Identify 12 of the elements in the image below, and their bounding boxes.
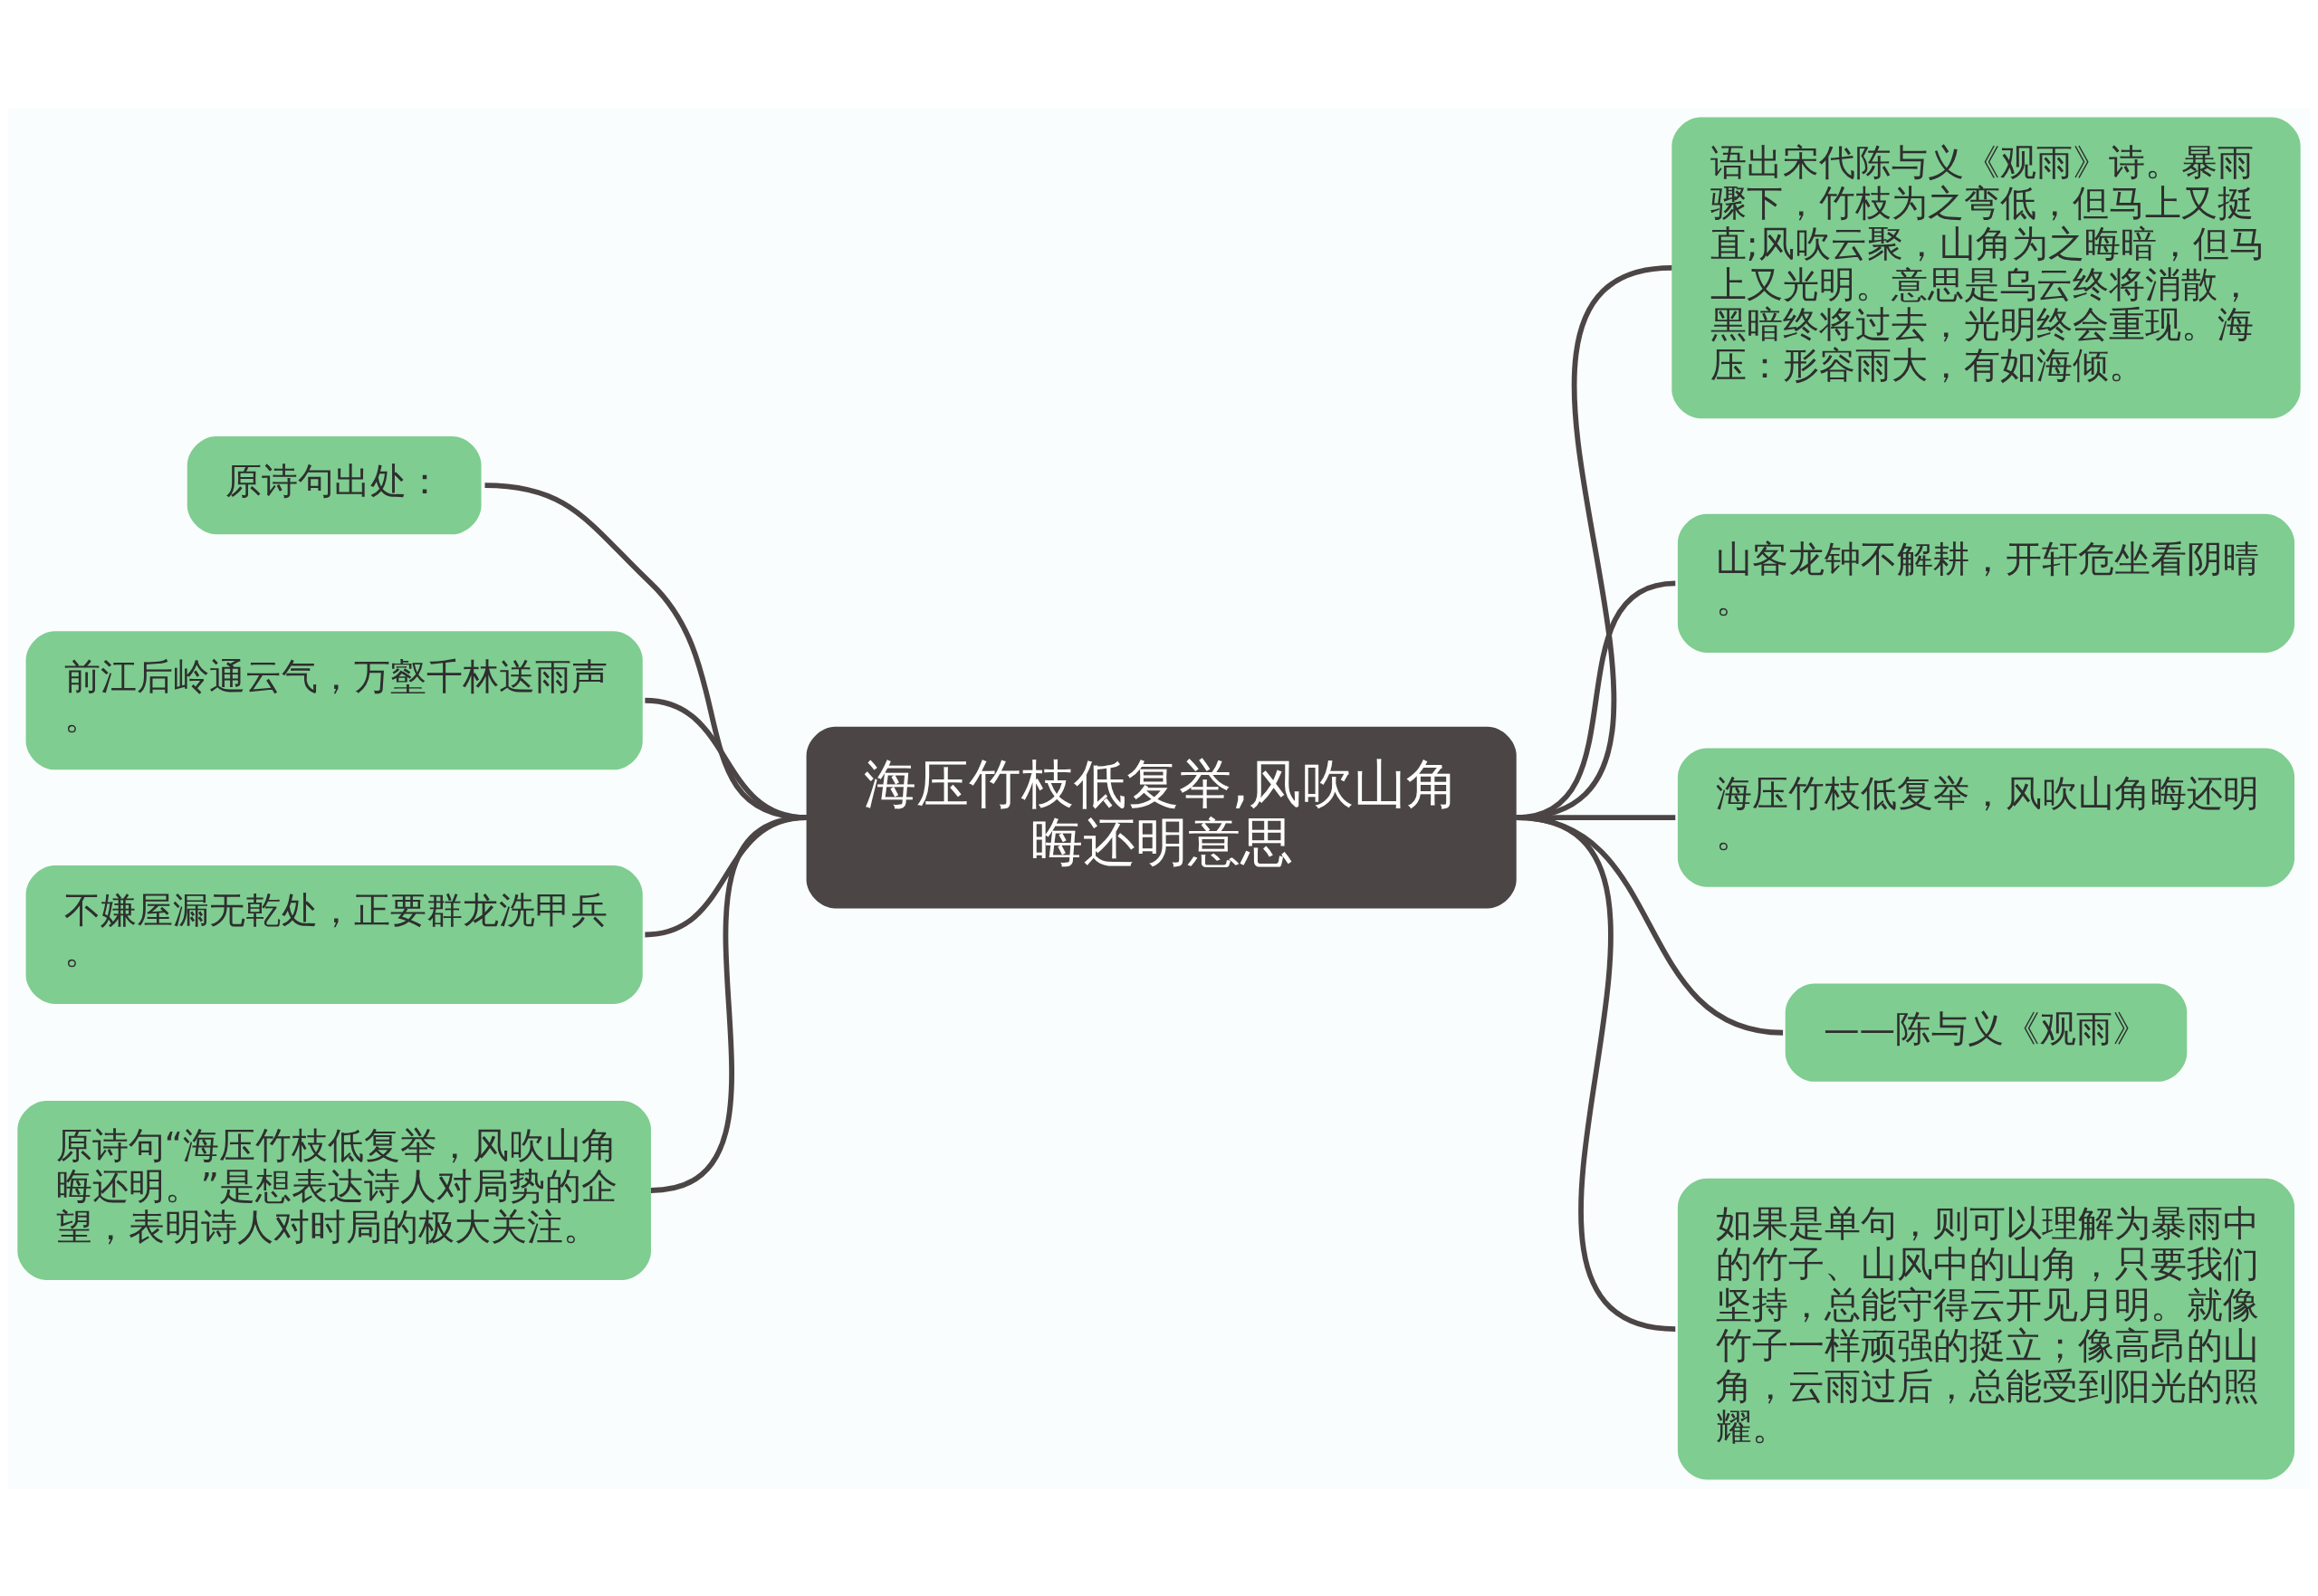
node-box: 原诗句“海压竹枝低复举，风吹山角晦还明。”是想表达诗人对局势的企望，表明诗人对时局的极大关注。 bbox=[17, 1100, 651, 1280]
connector bbox=[650, 814, 808, 1193]
node-box: 海压竹枝低复举,风吹山角晦还明意思 bbox=[806, 726, 1517, 908]
node-box: 前江后岭通云气，万壑千林送雨声。 bbox=[25, 630, 643, 769]
node-box: 如果是单句，则可以理解为暴雨中的竹子、山风中的山角，只要我们坚持，总能守得云开见月明。就像竹子一样顽强的挺立；像高昂的山角，云雨过后，总能受到阳光的照耀。 bbox=[1677, 1178, 2295, 1479]
node-box: 原诗句出处： bbox=[187, 435, 482, 534]
node-box: 不嫌屋漏无乾处，正要群龙洗甲兵。 bbox=[25, 865, 643, 1004]
node-box: 海压竹枝低复举，风吹山角晦还明。 bbox=[1677, 748, 2295, 887]
node-box: ——陈与义《观雨》 bbox=[1785, 983, 2188, 1082]
node-box: 山客龙钟不解耕，开轩危坐看阴晴。 bbox=[1677, 513, 2295, 653]
connector bbox=[1516, 814, 1676, 1332]
node-box: 语出宋代陈与义《观雨》诗。暴雨骤下，竹枝为之弯低，但马上又挺直;风吹云聚，山角为之晦暗，但马上又光明。意思是乌云终将消散，黑暗终将过去，光明终会重现。海压：形容雨大，有如海倾。 bbox=[1671, 117, 2301, 418]
